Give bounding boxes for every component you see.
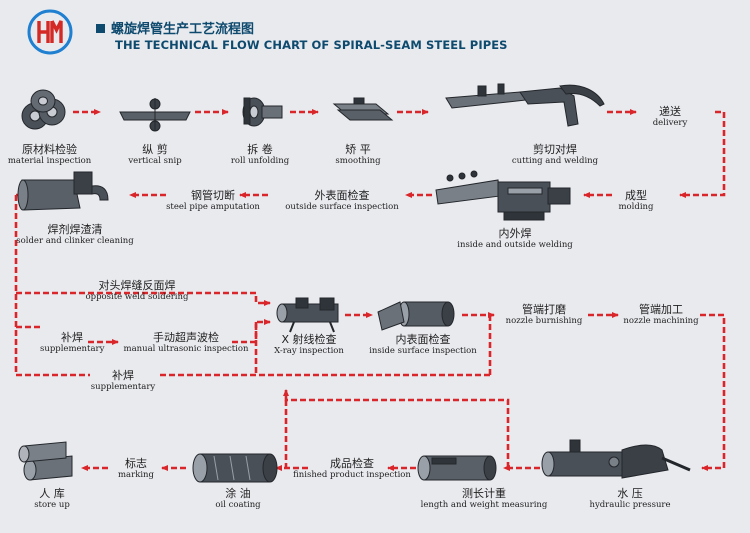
step-nozzle-machining: 管端加工 nozzle machining <box>623 303 699 326</box>
step-opposite-weld-soldering: 对头焊缝反面焊 opposite weld soldering <box>85 279 189 302</box>
step-solder-clinker-cleaning: 焊剂焊渣清 solder and clinker cleaning <box>16 223 134 246</box>
step-nozzle-burnishing: 管端打磨 nozzle burnishing <box>505 303 583 326</box>
uncoiler-icon <box>242 97 283 127</box>
step-length-weight-measuring: 测长计重 length and weight measuring <box>420 487 548 510</box>
leveler-plates-icon <box>332 97 394 121</box>
pipe-cutter-icon <box>17 171 109 211</box>
title-zh: 螺旋焊管生产工艺流程图 <box>96 18 254 37</box>
step-cutting-welding: 剪切对焊 cutting and welding <box>511 143 599 166</box>
step-inside-outside-welding: 内外焊 inside and outside welding <box>457 227 573 250</box>
step-molding: 成型 molding <box>618 189 654 212</box>
spiral-welding-machine-icon <box>435 170 571 221</box>
step-store-up: 人 库 store up <box>34 487 70 510</box>
connector-machining-hydraulic <box>700 313 726 471</box>
connector-delivery-molding <box>679 110 726 198</box>
hm-logo-icon <box>27 9 73 55</box>
step-steel-pipe-amputation: 钢管切断 steel pipe amputation <box>166 189 260 212</box>
step-supplementary-1: 补焊 supplementary <box>40 331 105 354</box>
step-manual-ultrasonic: 手动超声波检 manual ultrasonic inspection <box>123 331 249 354</box>
inside-inspection-machine-icon <box>377 301 455 331</box>
step-smoothing: 矫 平 smoothing <box>335 143 381 166</box>
step-oil-coating: 涂 油 oil coating <box>215 487 261 510</box>
title-en: THE TECHNICAL FLOW CHART OF SPIRAL-SEAM … <box>115 38 508 52</box>
step-marking: 标志 marking <box>118 457 154 480</box>
xray-machine-icon <box>276 297 339 333</box>
step-hydraulic-pressure: 水 压 hydraulic pressure <box>589 487 671 510</box>
step-finished-product-inspection: 成品检查 finished product inspection <box>293 457 411 480</box>
snip-blade-icon <box>119 98 191 132</box>
step-material-inspection: 原材料检验 material inspection <box>7 143 92 166</box>
step-outside-surface-inspection: 外表面检查 outside surface inspection <box>285 189 399 212</box>
pipe-stack-icon <box>18 441 73 481</box>
step-roll-unfolding: 拆 卷 roll unfolding <box>230 143 290 166</box>
coil-stack-icon <box>21 89 66 130</box>
step-supplementary-2: 补焊 supplementary <box>90 369 156 392</box>
step-vertical-snip: 纵 剪 vertical snip <box>128 143 182 166</box>
arrow-opposite-xray <box>52 291 271 306</box>
arrow-manual-xray <box>232 319 271 344</box>
oil-coated-pipe-icon <box>192 453 278 483</box>
step-delivery: 递送 delivery <box>652 105 688 128</box>
step-xray-inspection: X 射线检查 X-ray inspection <box>274 333 344 356</box>
step-inside-surface-inspection: 内表面检查 inside surface inspection <box>369 333 477 356</box>
measuring-pipe-icon <box>417 455 497 481</box>
shear-welder-icon <box>445 83 605 127</box>
hydraulic-tester-icon <box>541 439 691 479</box>
